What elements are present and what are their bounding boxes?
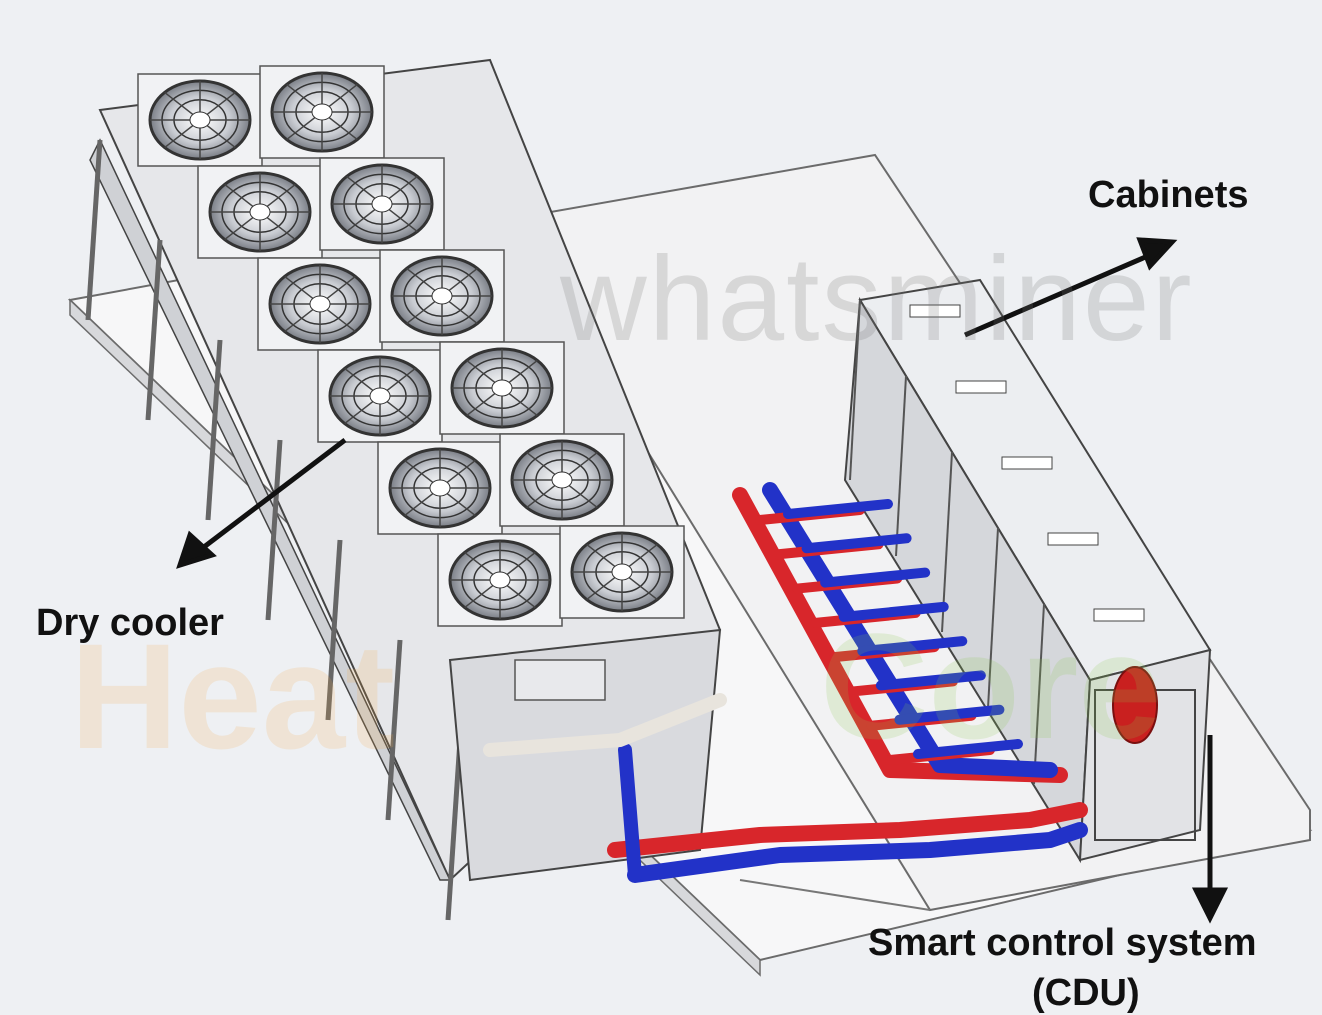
- hot-pipe-main: [607, 802, 1088, 858]
- pipe-branch: [783, 499, 893, 519]
- cooler-leg: [205, 339, 223, 521]
- fan-icon: [197, 165, 323, 259]
- white-pipe: [483, 693, 727, 757]
- fan-icon: [439, 341, 565, 435]
- arrow-cabinets: [964, 252, 1151, 338]
- cold-riser: [618, 743, 642, 882]
- annotation-arrows: [176, 237, 1229, 924]
- cold-pipe-main: [627, 822, 1088, 883]
- fan-icon: [377, 441, 503, 535]
- pipe-branch: [801, 533, 912, 554]
- cabinet-divider: [987, 527, 999, 709]
- pipes: [483, 482, 1088, 883]
- cabinet-divider: [1033, 603, 1045, 785]
- cooler-leg: [325, 539, 343, 721]
- cooler-leg: [145, 239, 163, 421]
- cabinet-divider: [895, 375, 907, 557]
- cooler-leg: [445, 739, 463, 921]
- cabinet-vent: [1093, 608, 1145, 622]
- fan-icon: [317, 349, 443, 443]
- label-cdu-line1: Smart control system: [868, 922, 1257, 964]
- pad-seam: [739, 879, 931, 911]
- pipe-branch: [913, 739, 1023, 759]
- arrow-cabinets-head: [1136, 237, 1178, 271]
- pipe-branch: [820, 567, 931, 588]
- pipe-branch: [838, 601, 949, 622]
- cdu-unit: [1094, 666, 1196, 841]
- pipe-branch: [894, 704, 1005, 725]
- dry-cooler: [85, 58, 722, 921]
- arrow-dry-cooler: [198, 438, 347, 552]
- label-cdu-line2: (CDU): [1032, 972, 1140, 1014]
- pipe-branch: [875, 670, 986, 691]
- fan-icon: [319, 157, 445, 251]
- cabinet-vent: [1047, 532, 1099, 546]
- pipe-branch: [857, 636, 968, 657]
- label-dry-cooler: Dry cooler: [36, 602, 224, 644]
- expansion-tank: [1112, 666, 1158, 744]
- arrow-dry-cooler-head: [176, 530, 217, 569]
- fan-icon: [499, 433, 625, 527]
- fan-icon: [137, 73, 263, 167]
- cooler-leg: [385, 639, 403, 821]
- fan-icon: [259, 65, 385, 159]
- arrow-cdu-head: [1191, 887, 1229, 924]
- cabinet-vent: [955, 380, 1007, 394]
- fan-icon: [257, 257, 383, 351]
- cabinet-vent: [1001, 456, 1053, 470]
- fan-icon: [437, 533, 563, 627]
- cooler-leg: [265, 439, 283, 621]
- fan-icon: [559, 525, 685, 619]
- cabinet-divider: [849, 299, 861, 481]
- cabinet-vent: [909, 304, 961, 318]
- fan-icon: [379, 249, 505, 343]
- cooler-leg: [85, 139, 103, 321]
- label-cabinets: Cabinets: [1088, 174, 1249, 216]
